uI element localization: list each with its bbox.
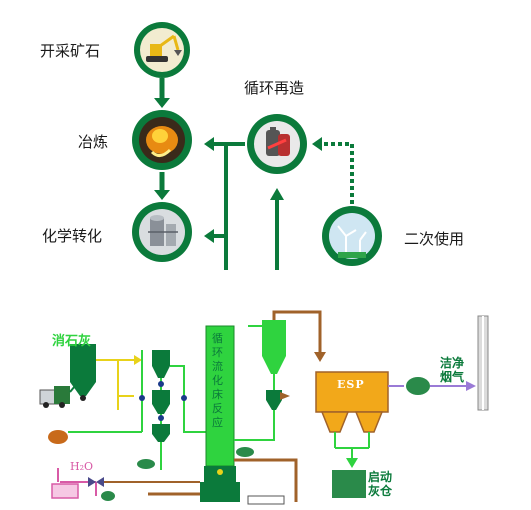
clean-gas-arrow-icon xyxy=(466,381,476,391)
arrow-recycle-to-smelting xyxy=(204,137,245,151)
recirc-line xyxy=(234,325,275,441)
chemical-tank-icon xyxy=(148,215,178,246)
label-water: H₂O xyxy=(70,460,94,473)
wind-turbine-icon xyxy=(337,225,367,258)
fan-icon xyxy=(406,377,430,395)
label-chemical: 化学转化 xyxy=(42,227,103,245)
node-mining xyxy=(134,22,190,78)
label-smelting: 冶炼 xyxy=(78,133,109,151)
chimney-stack xyxy=(477,315,489,411)
hopper-chain xyxy=(152,350,170,442)
excavator-icon xyxy=(146,34,182,62)
arrow-up-to-recycle xyxy=(270,188,284,270)
blue-node-markers xyxy=(139,381,187,421)
base-box xyxy=(247,495,285,505)
water-pump-icon xyxy=(101,491,115,501)
duct-arrow-icon xyxy=(314,352,326,362)
label-secondary-use: 二次使用 xyxy=(404,230,465,248)
label-mining: 开采矿石 xyxy=(40,42,101,60)
lime-feed-line xyxy=(96,359,134,410)
pump-icon xyxy=(48,430,68,444)
hopper-chain-line xyxy=(141,350,210,470)
arrow-line-to-chemical xyxy=(204,144,228,270)
flue-gas-duct xyxy=(148,310,322,502)
arrow-mining-to-smelting xyxy=(154,78,170,108)
cyclone-separator xyxy=(262,320,286,410)
arrow-smelting-to-chemical xyxy=(154,172,170,200)
ash-line xyxy=(334,432,370,464)
node-recycle xyxy=(247,114,307,174)
lifecycle-diagram xyxy=(132,22,382,270)
label-recycle: 循环再造 xyxy=(244,79,305,97)
label-ash-silo: 启动灰仓 xyxy=(368,470,393,498)
water-tank xyxy=(51,483,79,499)
node-chemical xyxy=(132,202,192,262)
label-clean-gas: 洁净烟气 xyxy=(440,356,465,384)
ash-silo xyxy=(332,470,366,498)
duct-arrow-small-icon xyxy=(280,392,290,400)
battery-recycle-icon xyxy=(266,127,290,156)
node-secondary-use xyxy=(322,206,382,266)
lime-silo xyxy=(70,344,96,401)
label-esp: ESP xyxy=(337,378,365,391)
molten-metal-icon xyxy=(146,126,178,157)
label-reactor: 循环流化床反应 xyxy=(212,332,223,429)
feed-arrow-icon xyxy=(134,355,142,365)
truck-icon xyxy=(39,379,81,408)
water-valve-icon xyxy=(88,477,104,487)
oval-valves xyxy=(137,447,254,469)
node-smelting xyxy=(132,110,192,170)
arrow-dashed-secondary-to-recycle xyxy=(312,137,354,204)
ash-arrow-icon xyxy=(346,458,358,468)
label-lime: 消石灰 xyxy=(52,334,92,349)
